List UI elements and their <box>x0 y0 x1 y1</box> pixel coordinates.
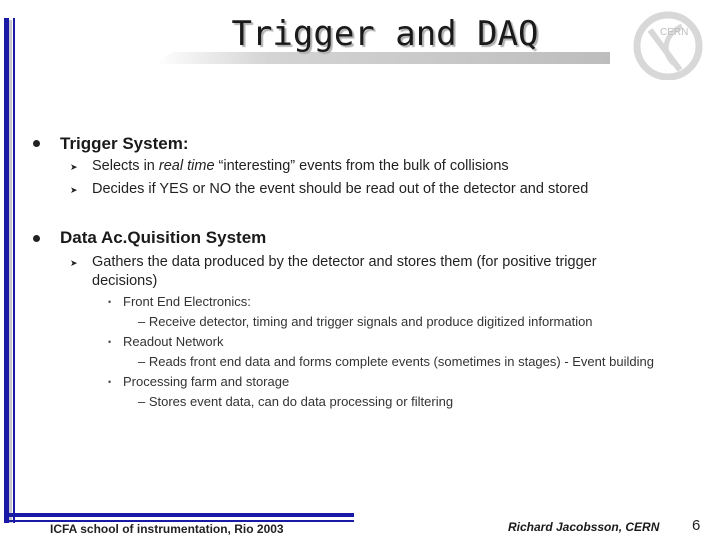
footer-author: Richard Jacobsson, CERN <box>508 520 660 534</box>
cern-logo-text: CERN <box>660 27 688 38</box>
footer-event: ICFA school of instrumentation, Rio 2003 <box>50 522 284 536</box>
small-square-bullet-icon: • <box>108 297 112 307</box>
cern-logo: CERN <box>630 8 706 81</box>
small-square-bullet-icon: • <box>108 377 112 387</box>
slide-title: Trigger and DAQ <box>231 14 539 54</box>
chevron-right-icon: ➤ <box>70 185 78 195</box>
daq-item-gathers-line2: decisions) <box>92 273 158 289</box>
section-heading-trigger: Trigger System: <box>60 134 189 153</box>
title-underline <box>155 52 610 64</box>
page-number: 6 <box>692 517 701 534</box>
left-bar-shadow <box>9 20 12 523</box>
daq-sub-farm-detail: – Stores event data, can do data process… <box>138 394 454 409</box>
bottom-accent-bar <box>4 513 354 517</box>
daq-sub-readout: Readout Network <box>123 334 224 349</box>
bullet-dot-icon <box>33 235 40 242</box>
daq-sub-farm: Processing farm and storage <box>123 374 290 389</box>
daq-item-gathers-line1: Gathers the data produced by the detecto… <box>92 254 597 270</box>
daq-sub-frontend: Front End Electronics: <box>123 294 251 309</box>
left-accent-bar <box>4 18 9 523</box>
section-heading-daq: Data Ac.Quisition System <box>60 228 267 247</box>
left-accent-bar-thin <box>13 18 15 523</box>
small-square-bullet-icon: • <box>108 337 112 347</box>
chevron-right-icon: ➤ <box>70 258 78 268</box>
bottom-accent-bar-thin <box>4 520 354 522</box>
daq-sub-readout-detail: – Reads front end data and forms complet… <box>138 354 654 369</box>
trigger-item-decision: Decides if YES or NO the event should be… <box>92 181 589 197</box>
chevron-right-icon: ➤ <box>70 162 78 172</box>
trigger-item-realtime: Selects in real time “interesting” event… <box>92 158 509 174</box>
bullet-dot-icon <box>33 140 40 147</box>
daq-sub-frontend-detail: – Receive detector, timing and trigger s… <box>138 314 593 329</box>
